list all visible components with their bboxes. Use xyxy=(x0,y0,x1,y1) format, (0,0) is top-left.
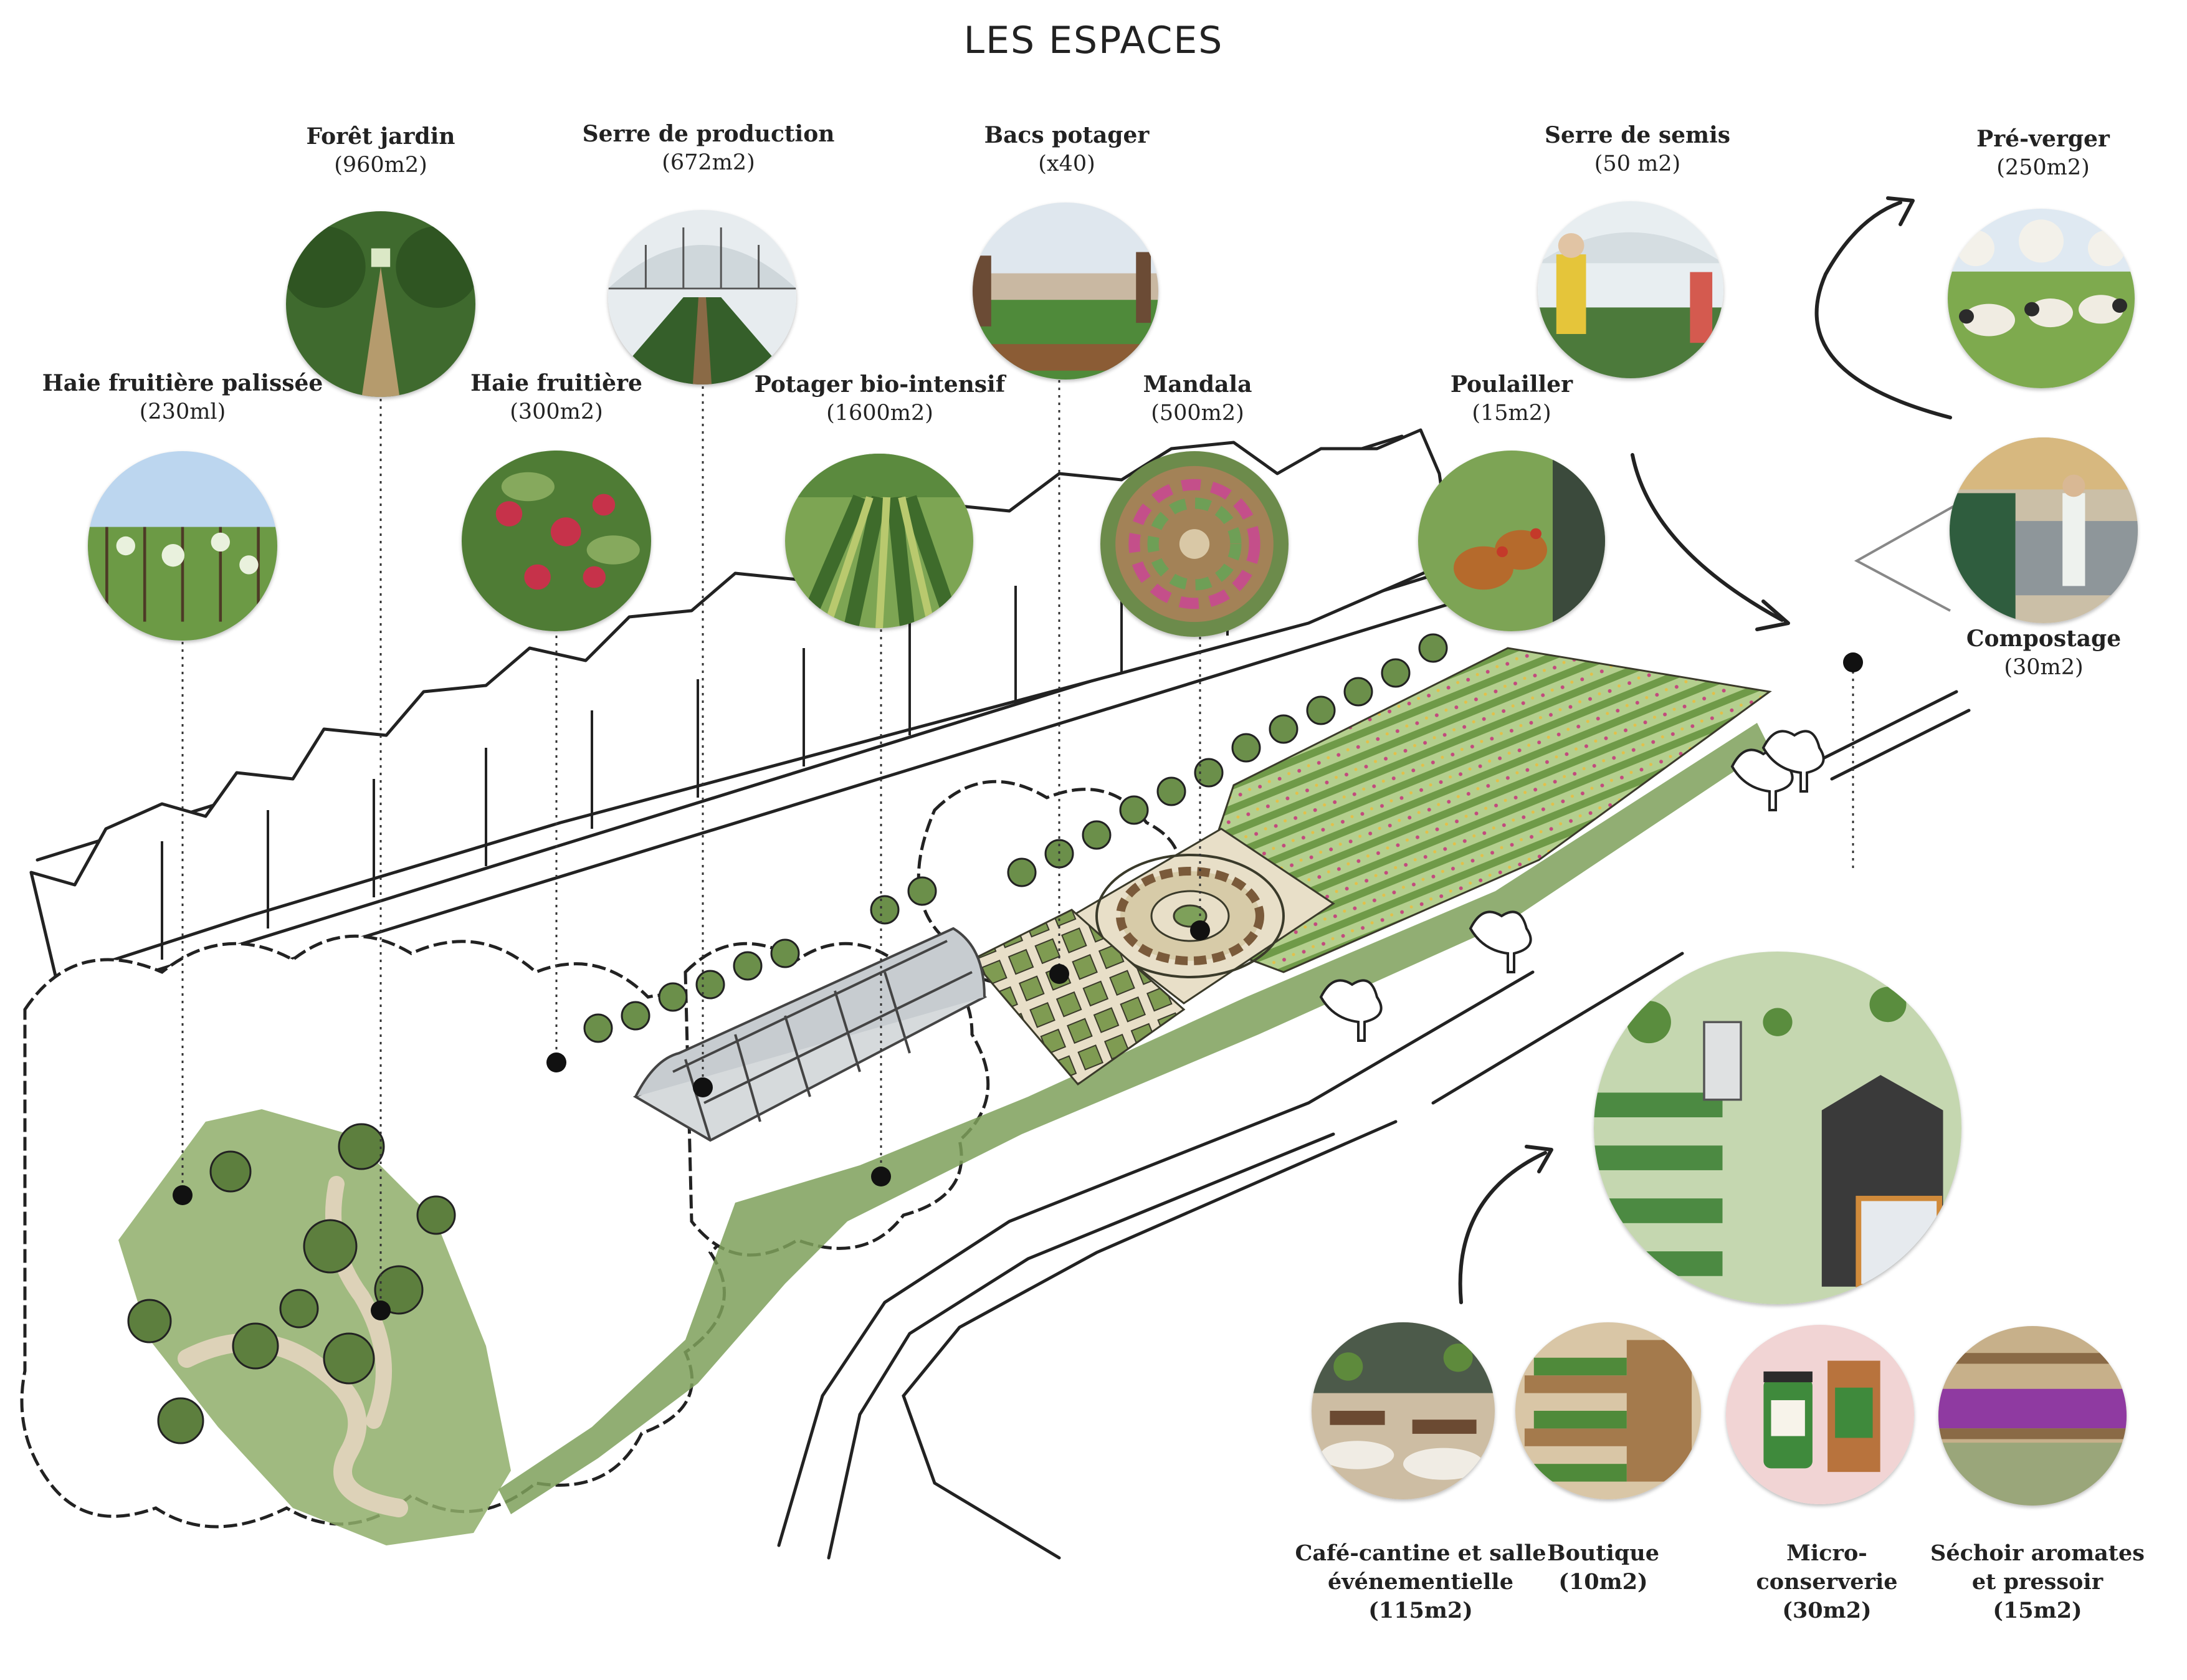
label-line: Café-cantine et salle xyxy=(1295,1540,1546,1566)
label-line: (30m2) xyxy=(1782,1598,1872,1624)
label-area: (960m2) xyxy=(334,152,427,178)
photo-poulailler xyxy=(1418,451,1605,631)
label-micro-conserverie: Micro- conserverie (30m2) xyxy=(1696,1539,1958,1626)
photo-haie-fruitiere xyxy=(462,451,651,631)
label-area: (50 m2) xyxy=(1594,151,1681,176)
label-name: Haie fruitière palissée xyxy=(42,370,323,396)
label-area: (15m2) xyxy=(1472,400,1551,426)
page-title: LES ESPACES xyxy=(963,19,1224,62)
photo-serre-production xyxy=(608,210,796,384)
label-haie-fruitiere: Haie fruitière (300m2) xyxy=(363,369,750,426)
label-poulailler: Poulailler (15m2) xyxy=(1318,370,1705,427)
label-line: (15m2) xyxy=(1993,1598,2082,1624)
label-area: (1600m2) xyxy=(826,400,933,426)
label-sechoir: Séchoir aromates et pressoir (15m2) xyxy=(1907,1539,2168,1626)
photo-compostage xyxy=(1950,437,2138,623)
lower-road-lines xyxy=(777,690,1971,1560)
label-line: Boutique xyxy=(1546,1540,1660,1566)
label-foret-jardin: Forêt jardin (960m2) xyxy=(188,122,574,179)
flow-arrows xyxy=(1458,196,1952,1304)
label-line: événementielle xyxy=(1328,1569,1513,1595)
label-line: conserverie xyxy=(1756,1569,1898,1595)
photo-boutique xyxy=(1515,1322,1701,1499)
photo-mandala xyxy=(1100,451,1289,637)
label-serre-production: Serre de production (672m2) xyxy=(515,120,902,177)
label-line: Micro- xyxy=(1786,1540,1867,1566)
label-line: (10m2) xyxy=(1558,1569,1648,1595)
label-mandala: Mandala (500m2) xyxy=(1004,370,1391,427)
leader-lines xyxy=(181,380,1854,1309)
label-area: (500m2) xyxy=(1151,400,1244,426)
photo-serre-semis xyxy=(1538,201,1723,378)
label-serre-semis: Serre de semis (50 m2) xyxy=(1444,121,1831,178)
label-line: Séchoir aromates xyxy=(1930,1540,2145,1566)
photo-buildings-overview xyxy=(1594,952,1961,1304)
label-name: Potager bio-intensif xyxy=(754,371,1006,398)
label-name: Serre de production xyxy=(582,121,835,147)
forest-garden-area xyxy=(118,1109,511,1545)
label-name: Poulailler xyxy=(1450,371,1573,398)
production-greenhouse xyxy=(632,927,988,1142)
label-area: (230ml) xyxy=(139,399,226,424)
label-area: (x40) xyxy=(1038,151,1095,176)
compost-guide xyxy=(1854,504,1957,612)
hedge-tree-row xyxy=(583,633,1448,1043)
roadside-trees xyxy=(1319,730,1825,1042)
label-cafe-cantine: Café-cantine et salle événementielle (11… xyxy=(1290,1539,1551,1626)
photo-haie-palissee xyxy=(88,451,277,641)
label-line: et pressoir xyxy=(1971,1569,2104,1595)
label-name: Pré-verger xyxy=(1976,126,2110,152)
label-haie-palissee: Haie fruitière palissée (230ml) xyxy=(0,369,376,426)
photo-pre-verger xyxy=(1948,209,2135,388)
photo-potager-bio xyxy=(785,454,973,628)
label-pre-verger: Pré-verger (250m2) xyxy=(1850,125,2187,182)
label-name: Compostage xyxy=(1966,626,2122,652)
photo-cafe-cantine xyxy=(1312,1322,1495,1499)
label-area: (30m2) xyxy=(2004,654,2084,680)
label-boutique: Boutique (10m2) xyxy=(1472,1539,1734,1596)
label-area: (672m2) xyxy=(662,150,755,175)
lower-hedge-strip xyxy=(498,723,1770,1514)
label-name: Haie fruitière xyxy=(470,370,642,396)
photo-micro-conserverie xyxy=(1726,1325,1914,1504)
anchor-dots xyxy=(173,652,1863,1320)
label-name: Serre de semis xyxy=(1544,122,1731,148)
label-compostage: Compostage (30m2) xyxy=(1851,624,2187,682)
label-name: Bacs potager xyxy=(984,122,1150,148)
photo-bacs-potager xyxy=(973,203,1158,379)
label-area: (300m2) xyxy=(510,399,603,424)
vegetable-beds xyxy=(970,909,1186,1086)
label-line: (115m2) xyxy=(1368,1598,1473,1624)
label-name: Mandala xyxy=(1143,371,1252,398)
label-area: (250m2) xyxy=(1996,155,2090,180)
label-name: Forêt jardin xyxy=(306,123,455,150)
photo-sechoir xyxy=(1938,1326,2127,1506)
label-potager-bio: Potager bio-intensif (1600m2) xyxy=(687,370,1073,427)
label-bacs-potager: Bacs potager (x40) xyxy=(874,121,1260,178)
